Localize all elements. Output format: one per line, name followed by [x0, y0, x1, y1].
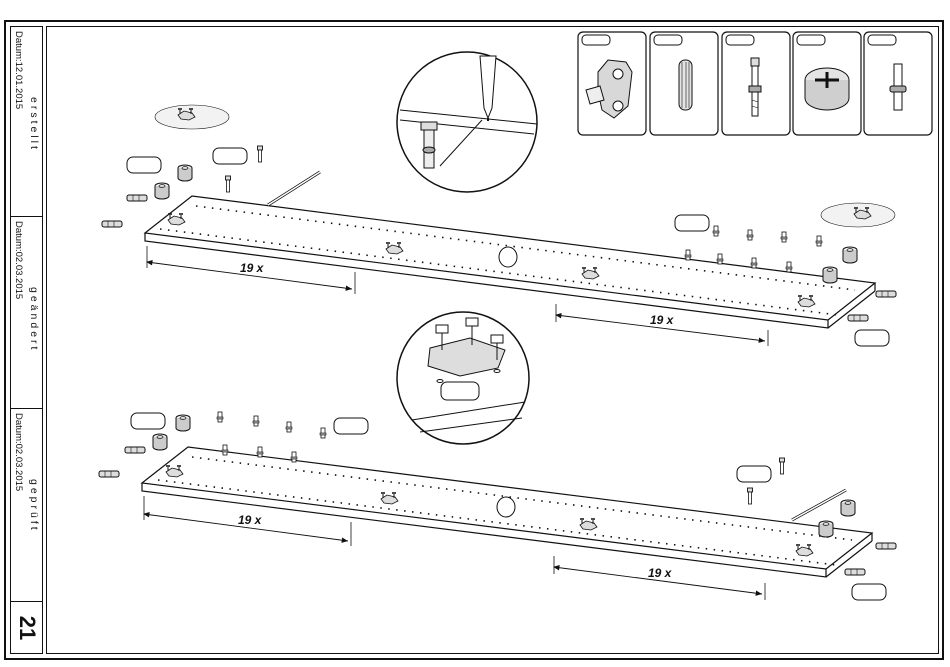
dimension-upper-right: 19 x: [650, 313, 675, 327]
parts-legend: [578, 32, 932, 135]
detail-hinge: [397, 312, 529, 444]
wooden-dowel-icon: [650, 32, 718, 135]
panel-lower: [99, 412, 896, 600]
cam-bolt-icon: [722, 32, 790, 135]
detail-pencil-marking: [397, 52, 537, 192]
shelf-pin-icon: [864, 32, 932, 135]
cam-lock-icon: [793, 32, 861, 135]
dimension-upper-left: 19 x: [240, 261, 265, 275]
dimension-lower-left: 19 x: [238, 513, 263, 527]
hinge-plate-icon: [578, 32, 646, 135]
dimension-lower-right: 19 x: [648, 566, 673, 580]
